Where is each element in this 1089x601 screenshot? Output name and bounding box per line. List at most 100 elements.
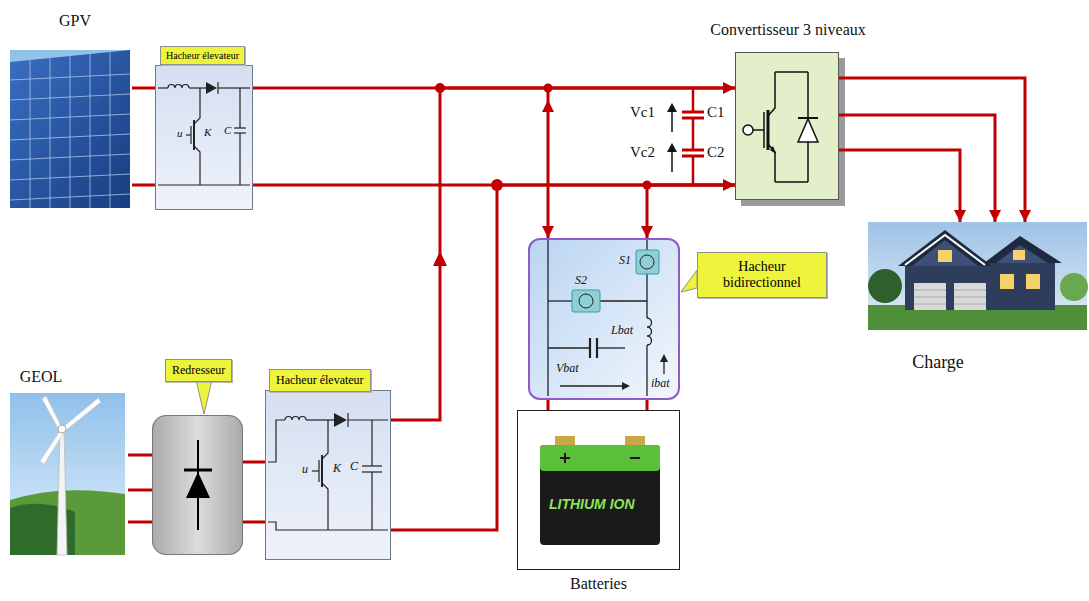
battery-picture: [630, 457, 640, 459]
circuit-label: C2: [707, 144, 725, 161]
wind-chopper-circuit: [268, 420, 285, 462]
converter-symbol: [743, 125, 753, 135]
house-picture: [905, 262, 1055, 310]
pv-chopper-circuit: [194, 88, 200, 124]
wind-chopper-circuit: [362, 465, 382, 466]
dc-bus-capacitors: [682, 155, 704, 158]
rectifier-symbol: [152, 415, 243, 555]
wind-turbine-picture: [57, 430, 67, 555]
wire-connector: [839, 115, 995, 222]
pv-chopper-circuit: [158, 184, 250, 185]
house-picture: [1000, 274, 1014, 289]
bidirectional-chopper-circuit: [528, 238, 697, 400]
node-heading: GEOL: [10, 368, 72, 386]
house-picture: [868, 269, 902, 303]
wind-chopper-circuit: [321, 455, 323, 487]
converter-symbol: [735, 52, 839, 200]
converter-symbol: [770, 146, 776, 154]
solar-panel-picture: [10, 94, 130, 100]
house-picture: [954, 304, 986, 305]
battery-picture: [540, 445, 660, 545]
bidirectional-chopper-circuit: [560, 385, 622, 386]
house-picture: [914, 297, 946, 298]
converter-symbol: [798, 119, 818, 142]
solar-panel-picture: [10, 174, 130, 180]
pv-chopper-circuit: [218, 87, 250, 88]
pv-chopper-circuit: [190, 126, 191, 144]
bidirectional-chopper-circuit: [596, 338, 598, 358]
house-picture: [1026, 274, 1040, 289]
pv-chopper-circuit: [239, 133, 240, 185]
wind-turbine-picture: [10, 490, 125, 555]
pv-chopper-circuit: [168, 85, 189, 88]
bidirectional-chopper-circuit: [548, 300, 572, 301]
converter-symbol: [753, 129, 764, 131]
callout-label: Redresseur: [165, 359, 232, 382]
wire-connector: [839, 150, 960, 222]
circuit-label: LITHIUM ION: [549, 496, 635, 512]
wire-connector: [128, 521, 152, 524]
wire-connector: [253, 88, 735, 185]
bidirectional-chopper-circuit: [647, 318, 652, 345]
node-heading: Convertisseur 3 niveaux: [658, 21, 918, 39]
dc-bus-capacitors: [667, 143, 677, 152]
converter-symbol: [768, 144, 775, 182]
boost-chopper: Hacheur élevateur: [265, 390, 391, 560]
bidirectional-chopper-circuit: [548, 240, 664, 396]
wind-turbine-picture: [42, 396, 62, 430]
circuit-label: S1: [619, 254, 631, 268]
wind-chopper-circuit: [334, 413, 347, 427]
circuit-label: Lbat: [611, 324, 633, 338]
bidirectional-chopper-circuit: [572, 290, 600, 312]
bidirectional-chopper-circuit: [622, 382, 630, 390]
wind-chopper-circuit: [265, 390, 391, 560]
dc-bus-capacitors: [682, 149, 704, 152]
house-picture: [938, 250, 952, 262]
rectifier-symbol: [186, 472, 210, 498]
battery-picture: [564, 453, 566, 463]
bidirectional-chopper-circuit: [660, 354, 668, 362]
battery-picture: [625, 436, 645, 446]
wire-connector: [839, 78, 1025, 222]
battery-pack: Batteries: [517, 410, 680, 570]
solar-panel-picture: [10, 50, 130, 208]
wire-connector: [548, 400, 647, 410]
circuit-label: Vc1: [630, 104, 655, 121]
solar-panel-picture: [10, 154, 130, 160]
house-picture: [954, 290, 986, 291]
callout-label: Hacheur élevateur: [269, 369, 371, 392]
dc-bus-capacitors: [671, 110, 673, 132]
node-heading: GPV: [10, 12, 140, 30]
wind-turbine-picture: [58, 425, 66, 433]
bidirectional-chopper-circuit: [579, 294, 593, 308]
wind-generator: GEOL: [10, 366, 128, 556]
bidirectional-chopper: Hacheur bidirectionnel: [528, 238, 680, 400]
house-picture: [996, 245, 1048, 263]
converter-symbol: [775, 71, 808, 73]
battery-picture: [555, 436, 575, 446]
wire-connector: [647, 185, 735, 238]
rectifier-symbol: [184, 469, 212, 472]
solar-panel-picture: [30, 60, 31, 208]
battery-picture: [560, 453, 640, 463]
circuit-label: K: [333, 462, 341, 476]
dc-bus-capacitors: [671, 110, 673, 172]
battery-picture: [540, 445, 660, 471]
node-heading: Batteries: [518, 575, 679, 593]
solar-panel-picture: [10, 194, 130, 200]
wind-chopper-circuit: [371, 472, 372, 530]
pv-chopper-circuit: [194, 146, 200, 185]
rectifier-symbol: [152, 380, 243, 555]
wind-turbine-picture: [10, 393, 125, 555]
pv-generator: GPV: [10, 10, 132, 210]
callout-label: Hacheur bidirectionnel: [697, 252, 827, 298]
wire-connector: [128, 489, 152, 492]
bidirectional-chopper-circuit: [681, 270, 697, 292]
bidirectional-chopper-circuit: [548, 347, 590, 348]
pv-chopper-circuit: [193, 120, 195, 150]
bidirectional-chopper-circuit: [547, 240, 548, 396]
converter-symbol: [768, 72, 775, 116]
house-picture: [954, 283, 986, 310]
